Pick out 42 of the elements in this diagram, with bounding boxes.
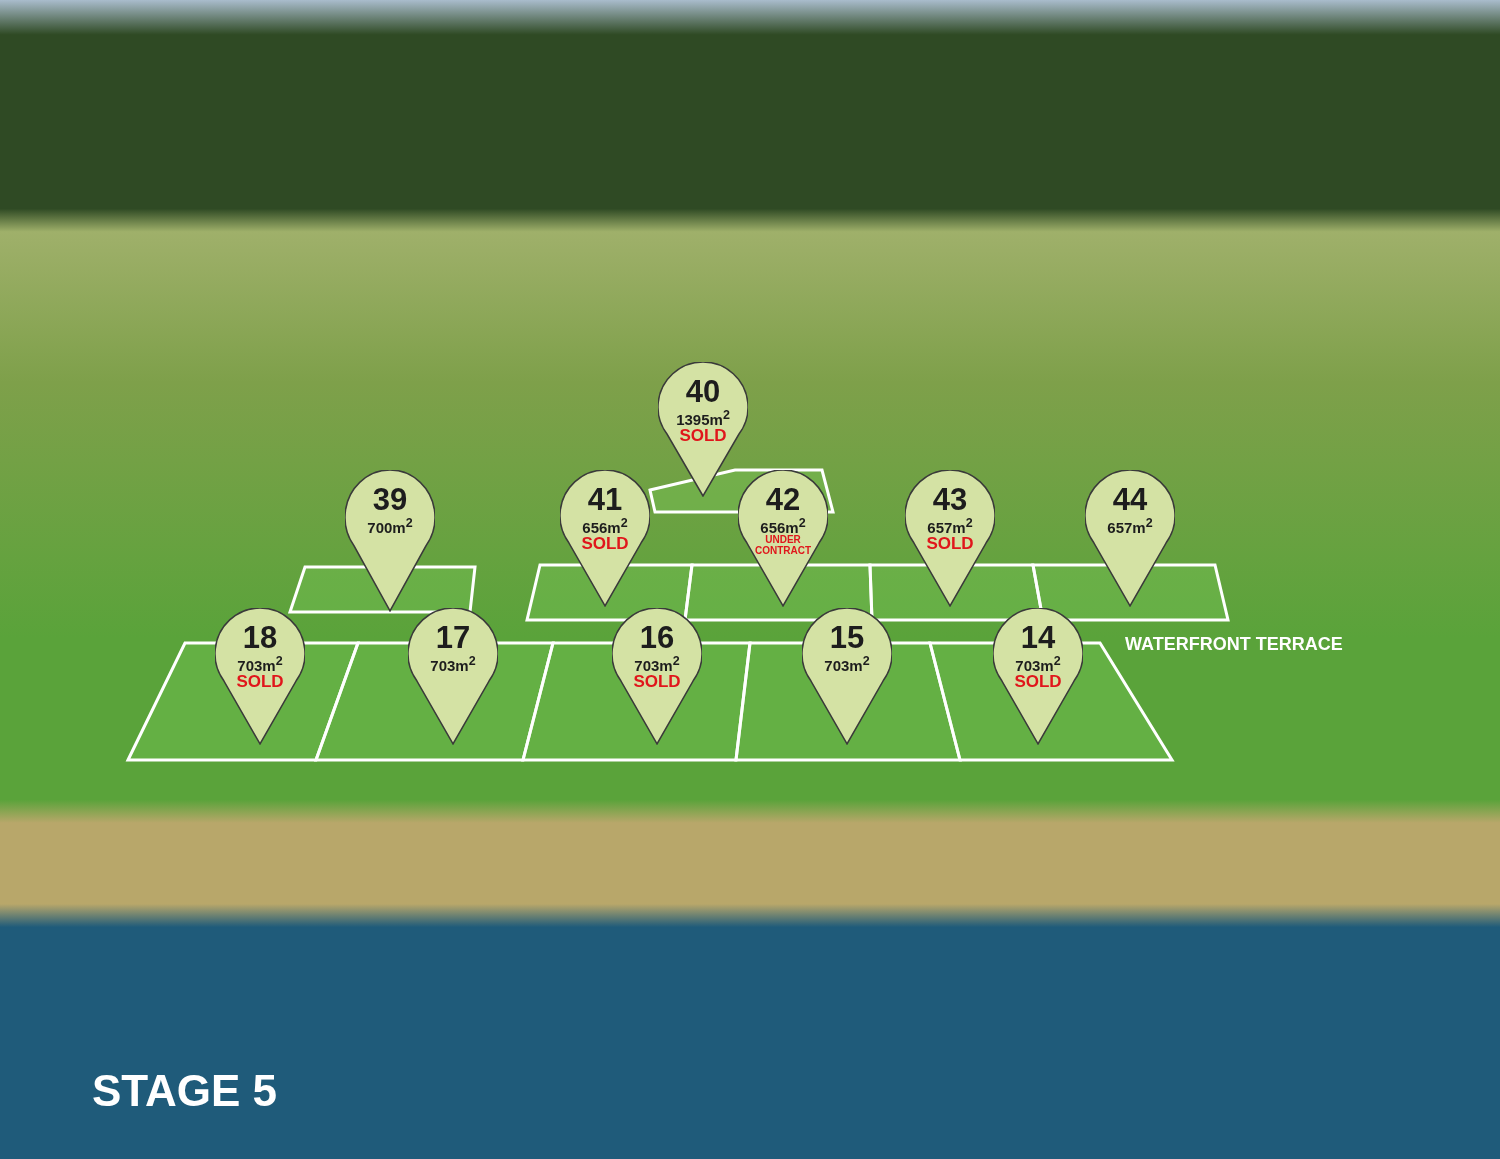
lot-area: 703m$^{2}$ (237, 654, 283, 674)
map-pin (345, 470, 435, 612)
map-pin (993, 608, 1083, 745)
sale-status: SOLD (581, 535, 629, 554)
lot-number: 18 (242, 622, 278, 655)
sale-status: SOLD (679, 427, 727, 446)
sale-status: SOLD (236, 673, 284, 692)
lot-number: 43 (932, 484, 968, 517)
lot-number: 17 (435, 622, 471, 655)
lot-number: 42 (765, 484, 801, 517)
map-pin (612, 608, 702, 745)
lot-area: 703m$^{2}$ (634, 654, 680, 674)
lot-number: 14 (1020, 622, 1056, 655)
lot-area: 657m$^{2}$ (927, 516, 973, 536)
map-pin (802, 608, 892, 745)
map-pin (1085, 470, 1175, 607)
map-pin (658, 362, 748, 497)
lot-number: 44 (1112, 484, 1148, 517)
lot-number: 40 (685, 376, 721, 409)
lot-area: 700m$^{2}$ (367, 516, 413, 536)
sale-status: SOLD (633, 673, 681, 692)
lot-number: 41 (587, 484, 623, 517)
lot-area: 656m$^{2}$ (582, 516, 628, 536)
map-pin (408, 608, 498, 745)
sale-status: SOLD (1014, 673, 1062, 692)
lot-number: 39 (372, 484, 408, 517)
lot-number: 16 (639, 622, 675, 655)
map-pin (738, 470, 828, 607)
lot-area: 703m$^{2}$ (824, 654, 870, 674)
lot-number: 15 (829, 622, 865, 655)
map-pin (215, 608, 305, 745)
lot-area: 703m$^{2}$ (1015, 654, 1061, 674)
title: STAGE 5 (92, 1066, 277, 1116)
lot-area: 656m$^{2}$ (760, 516, 806, 536)
lot-area: 703m$^{2}$ (430, 654, 476, 674)
map-pin (560, 470, 650, 607)
lot-area: 657m$^{2}$ (1107, 516, 1153, 536)
street-name: WATERFRONT TERRACE (1125, 634, 1343, 655)
lot-area: 1395m$^{2}$ (676, 408, 730, 428)
sale-status: SOLD (926, 535, 974, 554)
map-pin (905, 470, 995, 607)
sale-status: UNDER CONTRACT (753, 535, 813, 557)
